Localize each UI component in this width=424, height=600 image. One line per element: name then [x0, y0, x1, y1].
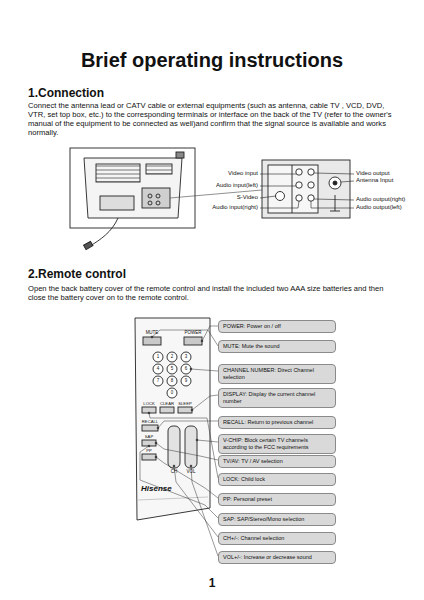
callout-box: VOL+/-: Increase or decrease sound — [218, 551, 336, 564]
callout-box: SAP: SAP/Stereo/Mono selection — [218, 513, 336, 526]
jack-label: Video output — [356, 170, 420, 177]
callout-text: RECALL: Return to previous channel — [223, 419, 331, 426]
jack-label: S-Video — [180, 194, 258, 201]
callout-text: POWER: Power on / off — [223, 323, 331, 330]
section-heading: 1.Connection — [28, 86, 228, 100]
callout-box: CHANNEL NUMBER: Direct Channel selection — [218, 364, 336, 384]
callout-text: SAP: SAP/Stereo/Mono selection — [223, 516, 331, 523]
key-number: 4 — [153, 366, 163, 371]
callout-text: MUTE: Mute the sound — [223, 343, 331, 350]
callout-box: PP: Personal preset — [218, 493, 336, 506]
callout-text: PP: Personal preset — [223, 496, 331, 503]
callout-text: LOCK: Child lock — [223, 476, 331, 483]
button-label: LOCK — [139, 401, 159, 406]
jack-label: Audio output(right) — [356, 196, 420, 203]
callout-box: LOCK: Child lock — [218, 473, 336, 486]
key-number: 7 — [153, 378, 163, 383]
section-heading: 2.Remote control — [28, 267, 228, 281]
jack-label: Audio input(left) — [180, 182, 258, 189]
callout-text: VOL+/-: Increase or decrease sound — [223, 554, 331, 561]
jack-label: Video input — [180, 170, 258, 177]
callout-box: CH+/-: Channel selection — [218, 532, 336, 545]
button-label: VOL — [181, 469, 201, 474]
button-label: PP — [139, 448, 159, 453]
paragraph: Open the back battery cover of the remot… — [28, 284, 400, 302]
key-number: 6 — [181, 366, 191, 371]
jack-panel — [262, 160, 350, 218]
page-number: 1 — [192, 576, 232, 590]
key-number: 5 — [167, 366, 177, 371]
callout-box: RECALL: Return to previous channel — [218, 416, 336, 429]
callout-box: TV/AV: TV / AV selection — [218, 455, 336, 468]
brand-logo: Hisense — [141, 484, 191, 494]
callout-box: DISPLAY: Display the current channel num… — [218, 388, 336, 408]
callout-text: DISPLAY: Display the current channel num… — [223, 391, 331, 405]
jack-label: Audio output(left) — [356, 204, 420, 211]
tv-back — [70, 148, 262, 250]
key-number: 9 — [181, 378, 191, 383]
page-title: Brief operating instructions — [20, 48, 404, 72]
callout-box: POWER: Power on / off — [218, 320, 336, 333]
button-label: POWER — [181, 330, 205, 335]
button-label: CH — [164, 469, 184, 474]
button-label: MUTE — [140, 330, 164, 335]
callout-text: V-CHIP: Block certain TV channels accord… — [223, 437, 331, 451]
button-label: CLEAR — [157, 401, 177, 406]
callout-lines — [140, 326, 218, 556]
callout-text: CHANNEL NUMBER: Direct Channel selection — [223, 367, 331, 381]
button-label: SLEEP — [175, 401, 195, 406]
key-number: 1 — [153, 354, 163, 359]
callout-text: CH+/-: Channel selection — [223, 535, 331, 542]
callout-text: TV/AV: TV / AV selection — [223, 458, 331, 465]
jack-label: Antenna Input — [356, 177, 420, 184]
remote-control — [135, 318, 210, 520]
key-number: 3 — [181, 354, 191, 359]
leader-lines — [260, 173, 354, 208]
button-label: SAP — [139, 434, 159, 439]
paragraph: Connect the antenna lead or CATV cable o… — [28, 101, 400, 137]
button-label: RECALL — [138, 419, 162, 424]
callout-box: MUTE: Mute the sound — [218, 340, 336, 353]
key-number: 2 — [167, 354, 177, 359]
key-number: 0 — [167, 390, 177, 395]
jack-label: Audio input(right) — [180, 204, 258, 211]
key-number: 8 — [167, 378, 177, 383]
callout-box: V-CHIP: Block certain TV channels accord… — [218, 434, 336, 454]
